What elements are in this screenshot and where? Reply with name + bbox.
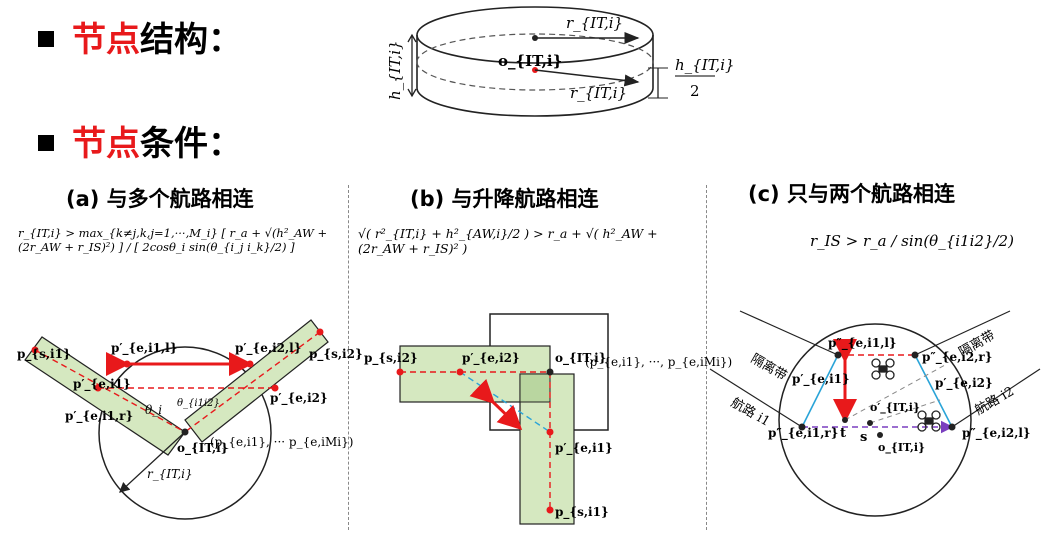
cylinder-body xyxy=(416,6,654,117)
drone-icon-top xyxy=(871,358,895,380)
connector-left xyxy=(801,354,839,428)
route-boundary-right xyxy=(951,368,1041,428)
cylinder-structure-diagram: r_{IT,i} o_{IT,i} r_{IT,i} h_{IT,i} h_{I… xyxy=(386,6,735,117)
panel-a-formula: r_{IT,i} > max_{k≠j,k,j=1,···,M_i} [ r_a… xyxy=(18,226,328,254)
label-o-prime: o′_{IT,i} xyxy=(870,401,920,415)
bullet-square-icon xyxy=(38,135,54,151)
panel-c-title: (c) 只与两个航路相连 xyxy=(748,182,955,206)
label-pe-i1: p′_{e,i1} xyxy=(73,377,131,392)
label-pe-i2: p′_{e,i2} xyxy=(462,351,520,366)
radius-mid-arrow xyxy=(534,69,640,87)
panel-b-title: (b) 与升降航路相连 xyxy=(410,187,599,211)
label-p-top-r: p″_{e,i2,r} xyxy=(922,350,992,365)
heading-node-structure: 节点结构： xyxy=(38,20,242,60)
node-circle xyxy=(778,323,972,517)
drone-icon-right xyxy=(917,410,941,432)
label-ps-i2: p_{s,i2} xyxy=(309,347,363,362)
label-o: o_{IT,i} xyxy=(177,441,228,456)
panel-b-diagram: p_{s,i2} p′_{e,i2} o_{IT,i} (p_{e,i1}, ·… xyxy=(364,313,732,525)
label-pe-i1: p′_{e,i1} xyxy=(555,441,613,456)
route-boundary-left xyxy=(709,368,803,428)
label-theta-jk: θ_{i1i2} xyxy=(177,398,220,409)
label-endpoint-set: (p_{e,i1}, ···, p_{e,iMi}) xyxy=(585,355,732,369)
label-r: r_{IT,i} xyxy=(147,467,193,481)
label-pe-i1-l: p′_{e,i1,l} xyxy=(111,341,177,356)
label-buffer-left: 隔离带 xyxy=(748,351,790,384)
r-mid-label: r_{IT,i} xyxy=(570,84,627,102)
label-endpoint-set: (p_{e,i1}, ··· p_{e,iMi}) xyxy=(210,435,353,449)
label-p-right: p″_{e,i2,l} xyxy=(962,426,1031,441)
heading-node-conditions: 节点条件： xyxy=(38,124,242,164)
label-theta: θ_i xyxy=(145,403,162,417)
connector-right xyxy=(914,354,953,428)
distance-arrow xyxy=(469,378,523,431)
label-s: s xyxy=(860,430,867,445)
label-p-top-l: p″_{e,i1,l} xyxy=(828,336,897,351)
route-band-right xyxy=(184,319,329,443)
panel-c-formula: r_IS > r_a / sin(θ_{i1i2}/2) xyxy=(810,232,1014,250)
label-pe-i2: p′_{e,i2} xyxy=(270,391,328,406)
panel-a-diagram: p_{s,i1} p_{s,i2} p′_{e,i1,l} p′_{e,i2,l… xyxy=(17,319,363,520)
label-ps-i1: p_{s,i1} xyxy=(17,347,71,362)
label-p-left: p″_{e,i1,r} xyxy=(768,426,838,441)
label-pe-i2-l: p′_{e,i2,l} xyxy=(235,341,301,356)
divider-right xyxy=(706,185,707,530)
label-pe-i1-r: p′_{e,i1,r} xyxy=(65,409,133,424)
node-circle xyxy=(98,346,272,520)
bullet-square-icon xyxy=(38,31,54,47)
panel-a-title: (a) 与多个航路相连 xyxy=(66,187,254,211)
label-pe-i2: p′_{e,i2} xyxy=(935,376,993,391)
r-top-label: r_{IT,i} xyxy=(566,14,623,32)
label-o: o_{IT,i} xyxy=(878,441,925,455)
o-label: o_{IT,i} xyxy=(498,52,562,70)
label-ps-i2: p_{s,i2} xyxy=(364,351,418,366)
label-pe-i1: p′_{e,i1} xyxy=(792,372,850,387)
h-half-num: h_{IT,i} xyxy=(675,56,735,74)
h-half-den: 2 xyxy=(690,82,700,100)
panel-c-diagram: p″_{e,i1,l} p″_{e,i2,r} p′_{e,i1} p′_{e,… xyxy=(709,310,1041,517)
divider-left xyxy=(348,185,349,530)
panel-b-formula: √( r²_{IT,i} + h²_{AW,i}/2 ) > r_a + √( … xyxy=(358,226,658,256)
label-t: t xyxy=(840,426,846,441)
radius-arrow xyxy=(119,431,186,493)
h-left-label: h_{IT,i} xyxy=(386,40,404,100)
label-ps-i1: p_{s,i1} xyxy=(555,505,609,520)
label-route-left: 航路 i1 xyxy=(728,395,773,430)
label-o: o_{IT,i} xyxy=(555,351,606,366)
